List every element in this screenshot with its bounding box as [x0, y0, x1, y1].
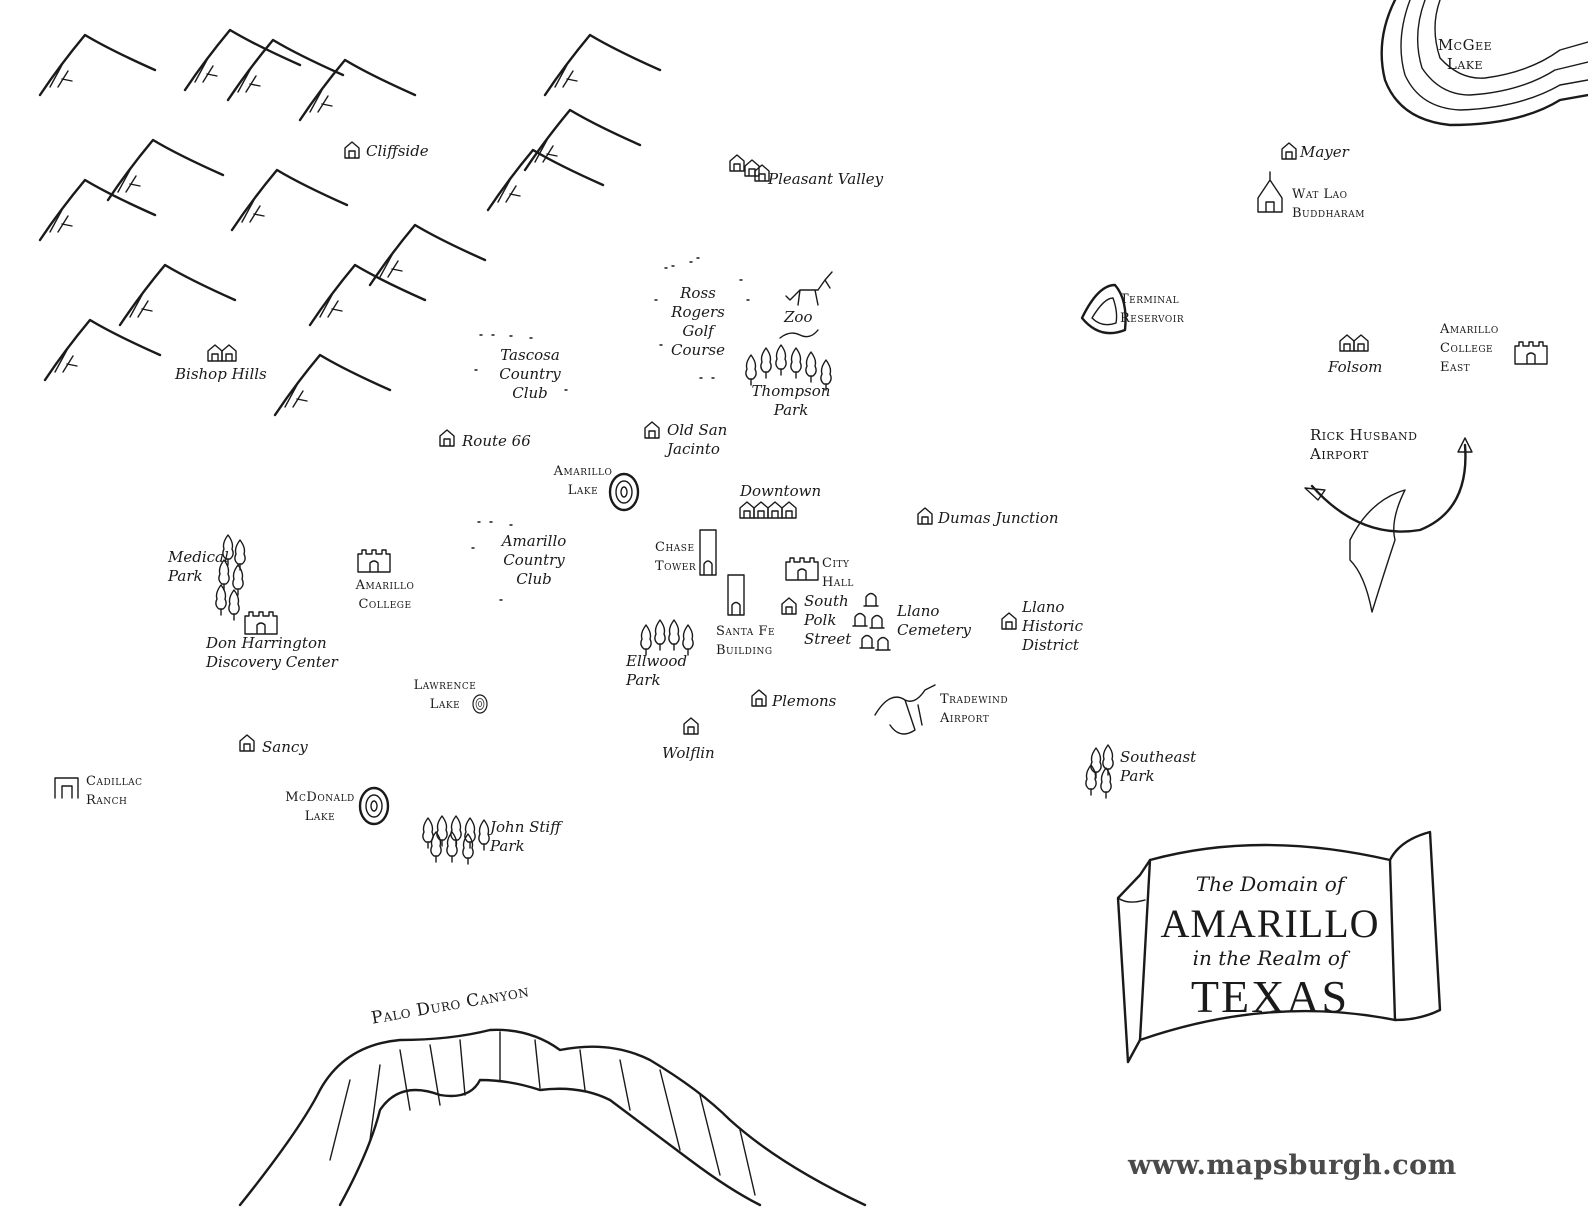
- castle-icon: [1514, 341, 1548, 365]
- golf-dots: [471, 257, 750, 601]
- tower-icon: [699, 529, 745, 616]
- mcdonald-lake-icon: [358, 786, 390, 826]
- label-amarillo-country-club: Amarillo Country Club: [501, 532, 567, 588]
- house-icons: [207, 141, 1369, 752]
- label-llano-cemetery: Llano Cemetery: [897, 602, 972, 639]
- label-dumas-junction: Dumas Junction: [938, 509, 1059, 527]
- label-ross-rogers-golf-course: Ross Rogers Golf Course: [671, 284, 725, 359]
- tombstone-icons: [852, 592, 891, 651]
- banner-line-3: in the Realm of: [1192, 946, 1348, 970]
- label-wolflin: Wolflin: [662, 744, 715, 762]
- label-amarillo-college-east: Amarillo College East: [1440, 322, 1499, 375]
- label-rick-husband-airport: Rick Husband Airport: [1310, 426, 1418, 463]
- john-stiff-park-trees: [422, 815, 490, 865]
- label-old-san-jacinto: Old San Jacinto: [667, 421, 728, 458]
- label-wat-lao: Wat Lao Buddharam: [1292, 187, 1365, 221]
- banner-title-amarillo: AMARILLO: [1160, 901, 1380, 946]
- label-llano-historic-district: Llano Historic District: [1022, 598, 1084, 654]
- mcgee-lake-contours: [1380, 0, 1588, 127]
- label-ellwood-park: Ellwood Park: [626, 652, 688, 689]
- banner-line-1: The Domain of: [1195, 872, 1345, 896]
- palo-duro-canyon-icon: [238, 1028, 867, 1207]
- label-tradewind-airport: Tradewind Airport: [940, 692, 1009, 726]
- scroll-banner-icon: [1116, 830, 1442, 1064]
- banner-title-texas: TEXAS: [1190, 971, 1350, 1022]
- label-cliffside: Cliffside: [366, 142, 429, 160]
- label-zoo: Zoo: [784, 308, 813, 326]
- label-tascosa-country-club: Tascosa Country Club: [499, 346, 561, 402]
- label-route-66: Route 66: [462, 432, 531, 450]
- label-mcgee-lake: McGee Lake: [1437, 36, 1493, 73]
- label-john-stiff-park: John Stiff Park: [490, 818, 561, 855]
- label-don-harrington-discovery-center: Don Harrington Discovery Center: [206, 634, 338, 671]
- city-hall-castle: [785, 557, 819, 581]
- label-southeast-park: Southeast Park: [1120, 748, 1197, 785]
- label-santa-fe-building: Santa Fe Building: [716, 624, 776, 658]
- dragon-icon: [1304, 437, 1473, 613]
- label-terminal-reservoir: Terminal Reservoir: [1120, 292, 1185, 326]
- label-thompson-park: Thompson Park: [751, 382, 831, 419]
- tradewind-dragon-icon: [874, 684, 936, 735]
- discovery-center-icon: [244, 611, 278, 635]
- label-chase-tower: Chase Tower: [655, 540, 697, 574]
- unicorn-icon: [779, 271, 833, 339]
- label-plemons: Plemons: [772, 692, 837, 710]
- southeast-park-trees: [1085, 744, 1114, 799]
- label-cadillac-ranch: Cadillac Ranch: [86, 774, 143, 808]
- label-lawrence-lake: Lawrence Lake: [413, 678, 477, 712]
- label-medical-park: Medical Park: [168, 548, 229, 585]
- label-bishop-hills: Bishop Hills: [175, 365, 267, 383]
- ellwood-park-trees: [640, 619, 694, 656]
- label-folsom: Folsom: [1328, 358, 1383, 376]
- label-mcdonald-lake: McDonald Lake: [285, 790, 355, 824]
- cadillac-ranch-icon: [54, 777, 79, 799]
- label-pleasant-valley: Pleasant Valley: [768, 170, 884, 188]
- label-amarillo-college: Amarillo College: [355, 578, 415, 612]
- label-amarillo-lake: Amarillo Lake: [553, 464, 613, 498]
- label-sancy: Sancy: [262, 738, 308, 756]
- terminal-reservoir-icon: [1080, 283, 1127, 335]
- label-city-hall: City Hall: [822, 556, 854, 590]
- temple-icon: [1257, 171, 1283, 213]
- label-mayer: Mayer: [1300, 143, 1349, 161]
- label-downtown: Downtown: [740, 482, 822, 500]
- label-south-polk-street: South Polk Street: [804, 592, 852, 648]
- amarillo-college-castle: [357, 549, 391, 573]
- watermark-url: www.mapsburgh.com: [1128, 1150, 1457, 1181]
